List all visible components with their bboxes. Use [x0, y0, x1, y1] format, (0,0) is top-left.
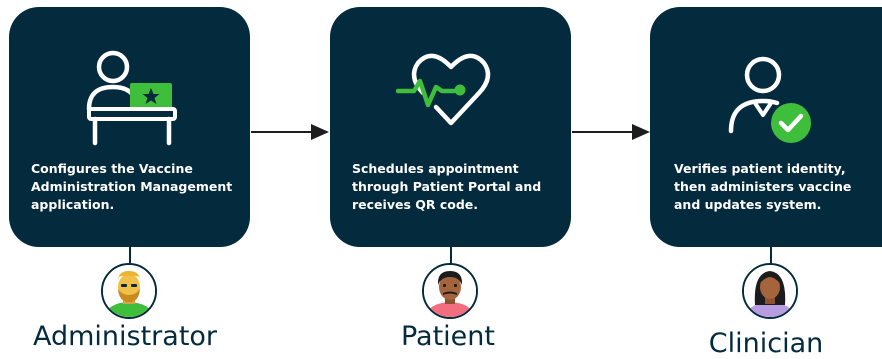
administrator-avatar: [101, 263, 157, 319]
admin-laptop-icon: [9, 47, 250, 147]
connector-line: [129, 247, 131, 263]
step-description: Schedules appointment through Patient Po…: [352, 161, 542, 212]
heart-pulse-icon: [330, 47, 571, 147]
arrow-right-icon: [572, 124, 650, 140]
step-description: Configures the Vaccine Administration Ma…: [31, 161, 233, 212]
connector-line: [770, 247, 772, 263]
patient-avatar: [422, 263, 478, 319]
role-label-patient: Patient: [400, 321, 495, 352]
step-card-clinician: Verifies patient identity, then administ…: [650, 7, 882, 247]
step-card-administrator: Configures the Vaccine Administration Ma…: [9, 7, 250, 247]
clinician-avatar: [742, 263, 798, 319]
role-label-clinician: Clinician: [708, 328, 824, 359]
arrow-right-icon: [251, 124, 329, 140]
role-label-administrator: Administrator: [32, 321, 218, 352]
step-card-patient: Schedules appointment through Patient Po…: [330, 7, 571, 247]
step-description: Verifies patient identity, then administ…: [674, 161, 852, 212]
user-check-icon: [650, 47, 882, 147]
connector-line: [450, 247, 452, 263]
